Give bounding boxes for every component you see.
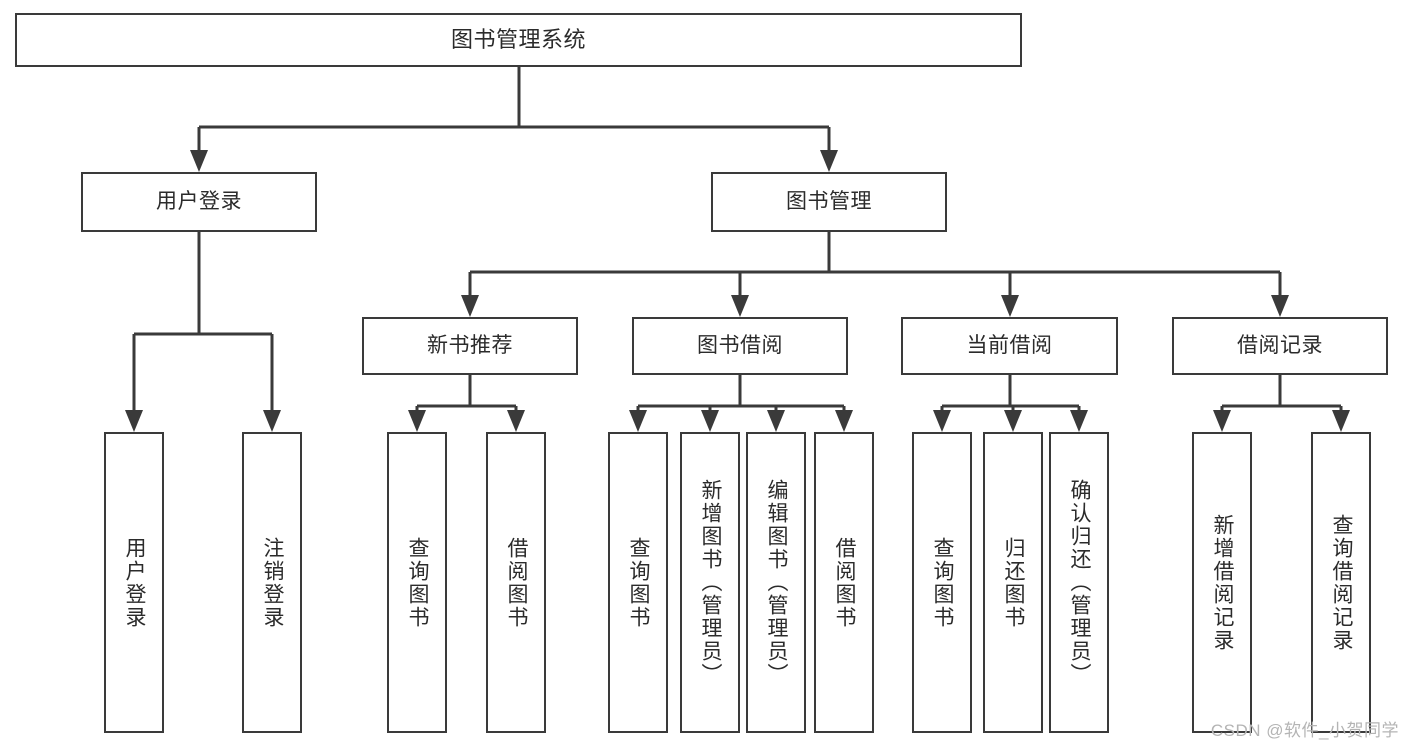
node-book-borrow[interactable]: 图书借阅 bbox=[632, 317, 848, 375]
leaf-add-book-admin[interactable]: 新增图书（管理员） bbox=[680, 432, 740, 733]
leaf-query-book-3[interactable]: 查询图书 bbox=[912, 432, 972, 733]
leaf-return-book[interactable]: 归还图书 bbox=[983, 432, 1043, 733]
leaf-query-book-2[interactable]: 查询图书 bbox=[608, 432, 668, 733]
node-user-login[interactable]: 用户登录 bbox=[81, 172, 317, 232]
node-borrow-record[interactable]: 借阅记录 bbox=[1172, 317, 1388, 375]
node-new-book-recommend[interactable]: 新书推荐 bbox=[362, 317, 578, 375]
leaf-label: 用户登录 bbox=[123, 536, 146, 629]
node-root-system[interactable]: 图书管理系统 bbox=[15, 13, 1022, 67]
leaf-label: 新增图书（管理员） bbox=[699, 479, 722, 686]
leaf-label: 借阅图书 bbox=[833, 536, 856, 629]
node-book-management[interactable]: 图书管理 bbox=[711, 172, 947, 232]
node-current-borrow[interactable]: 当前借阅 bbox=[901, 317, 1118, 375]
watermark-text: CSDN @软件_小贺同学 bbox=[1210, 721, 1399, 740]
leaf-query-book-1[interactable]: 查询图书 bbox=[387, 432, 447, 733]
leaf-borrow-book-2[interactable]: 借阅图书 bbox=[814, 432, 874, 733]
leaf-label: 编辑图书（管理员） bbox=[765, 479, 788, 686]
leaf-label: 借阅图书 bbox=[505, 536, 528, 629]
leaf-label: 查询图书 bbox=[627, 536, 650, 629]
leaf-label: 归还图书 bbox=[1002, 536, 1025, 629]
leaf-edit-book-admin[interactable]: 编辑图书（管理员） bbox=[746, 432, 806, 733]
leaf-label: 查询借阅记录 bbox=[1330, 513, 1353, 652]
leaf-logout[interactable]: 注销登录 bbox=[242, 432, 302, 733]
leaf-label: 注销登录 bbox=[261, 536, 284, 629]
leaf-borrow-book-1[interactable]: 借阅图书 bbox=[486, 432, 546, 733]
leaf-confirm-return-admin[interactable]: 确认归还（管理员） bbox=[1049, 432, 1109, 733]
leaf-query-borrow-record[interactable]: 查询借阅记录 bbox=[1311, 432, 1371, 733]
leaf-add-borrow-record[interactable]: 新增借阅记录 bbox=[1192, 432, 1252, 733]
leaf-label: 查询图书 bbox=[931, 536, 954, 629]
leaf-user-login[interactable]: 用户登录 bbox=[104, 432, 164, 733]
leaf-label: 新增借阅记录 bbox=[1211, 513, 1234, 652]
leaf-label: 确认归还（管理员） bbox=[1068, 479, 1091, 686]
leaf-label: 查询图书 bbox=[406, 536, 429, 629]
